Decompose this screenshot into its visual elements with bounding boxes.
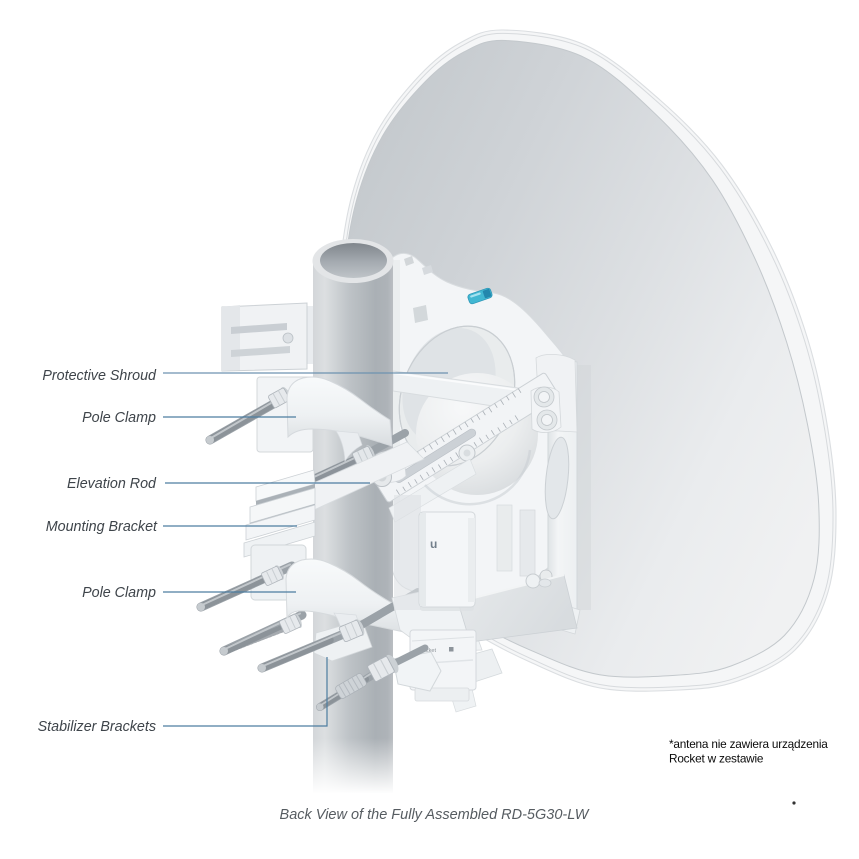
- svg-text:Back View of the Fully Assembl: Back View of the Fully Assembled RD-5G30…: [280, 807, 590, 823]
- svg-text:Protective Shroud: Protective Shroud: [42, 368, 157, 384]
- svg-text:Mounting Bracket: Mounting Bracket: [46, 519, 158, 535]
- svg-text:Stabilizer Brackets: Stabilizer Brackets: [38, 719, 156, 735]
- svg-text:rocket: rocket: [421, 648, 436, 654]
- svg-text:*antena nie zawiera urządzenia: *antena nie zawiera urządzenia: [669, 737, 828, 751]
- svg-text:u: u: [430, 537, 437, 551]
- svg-text:Rocket w zestawie: Rocket w zestawie: [669, 752, 764, 766]
- svg-text:Elevation Rod: Elevation Rod: [67, 476, 157, 492]
- svg-text:Pole Clamp: Pole Clamp: [82, 410, 156, 426]
- svg-text:Pole Clamp: Pole Clamp: [82, 585, 156, 601]
